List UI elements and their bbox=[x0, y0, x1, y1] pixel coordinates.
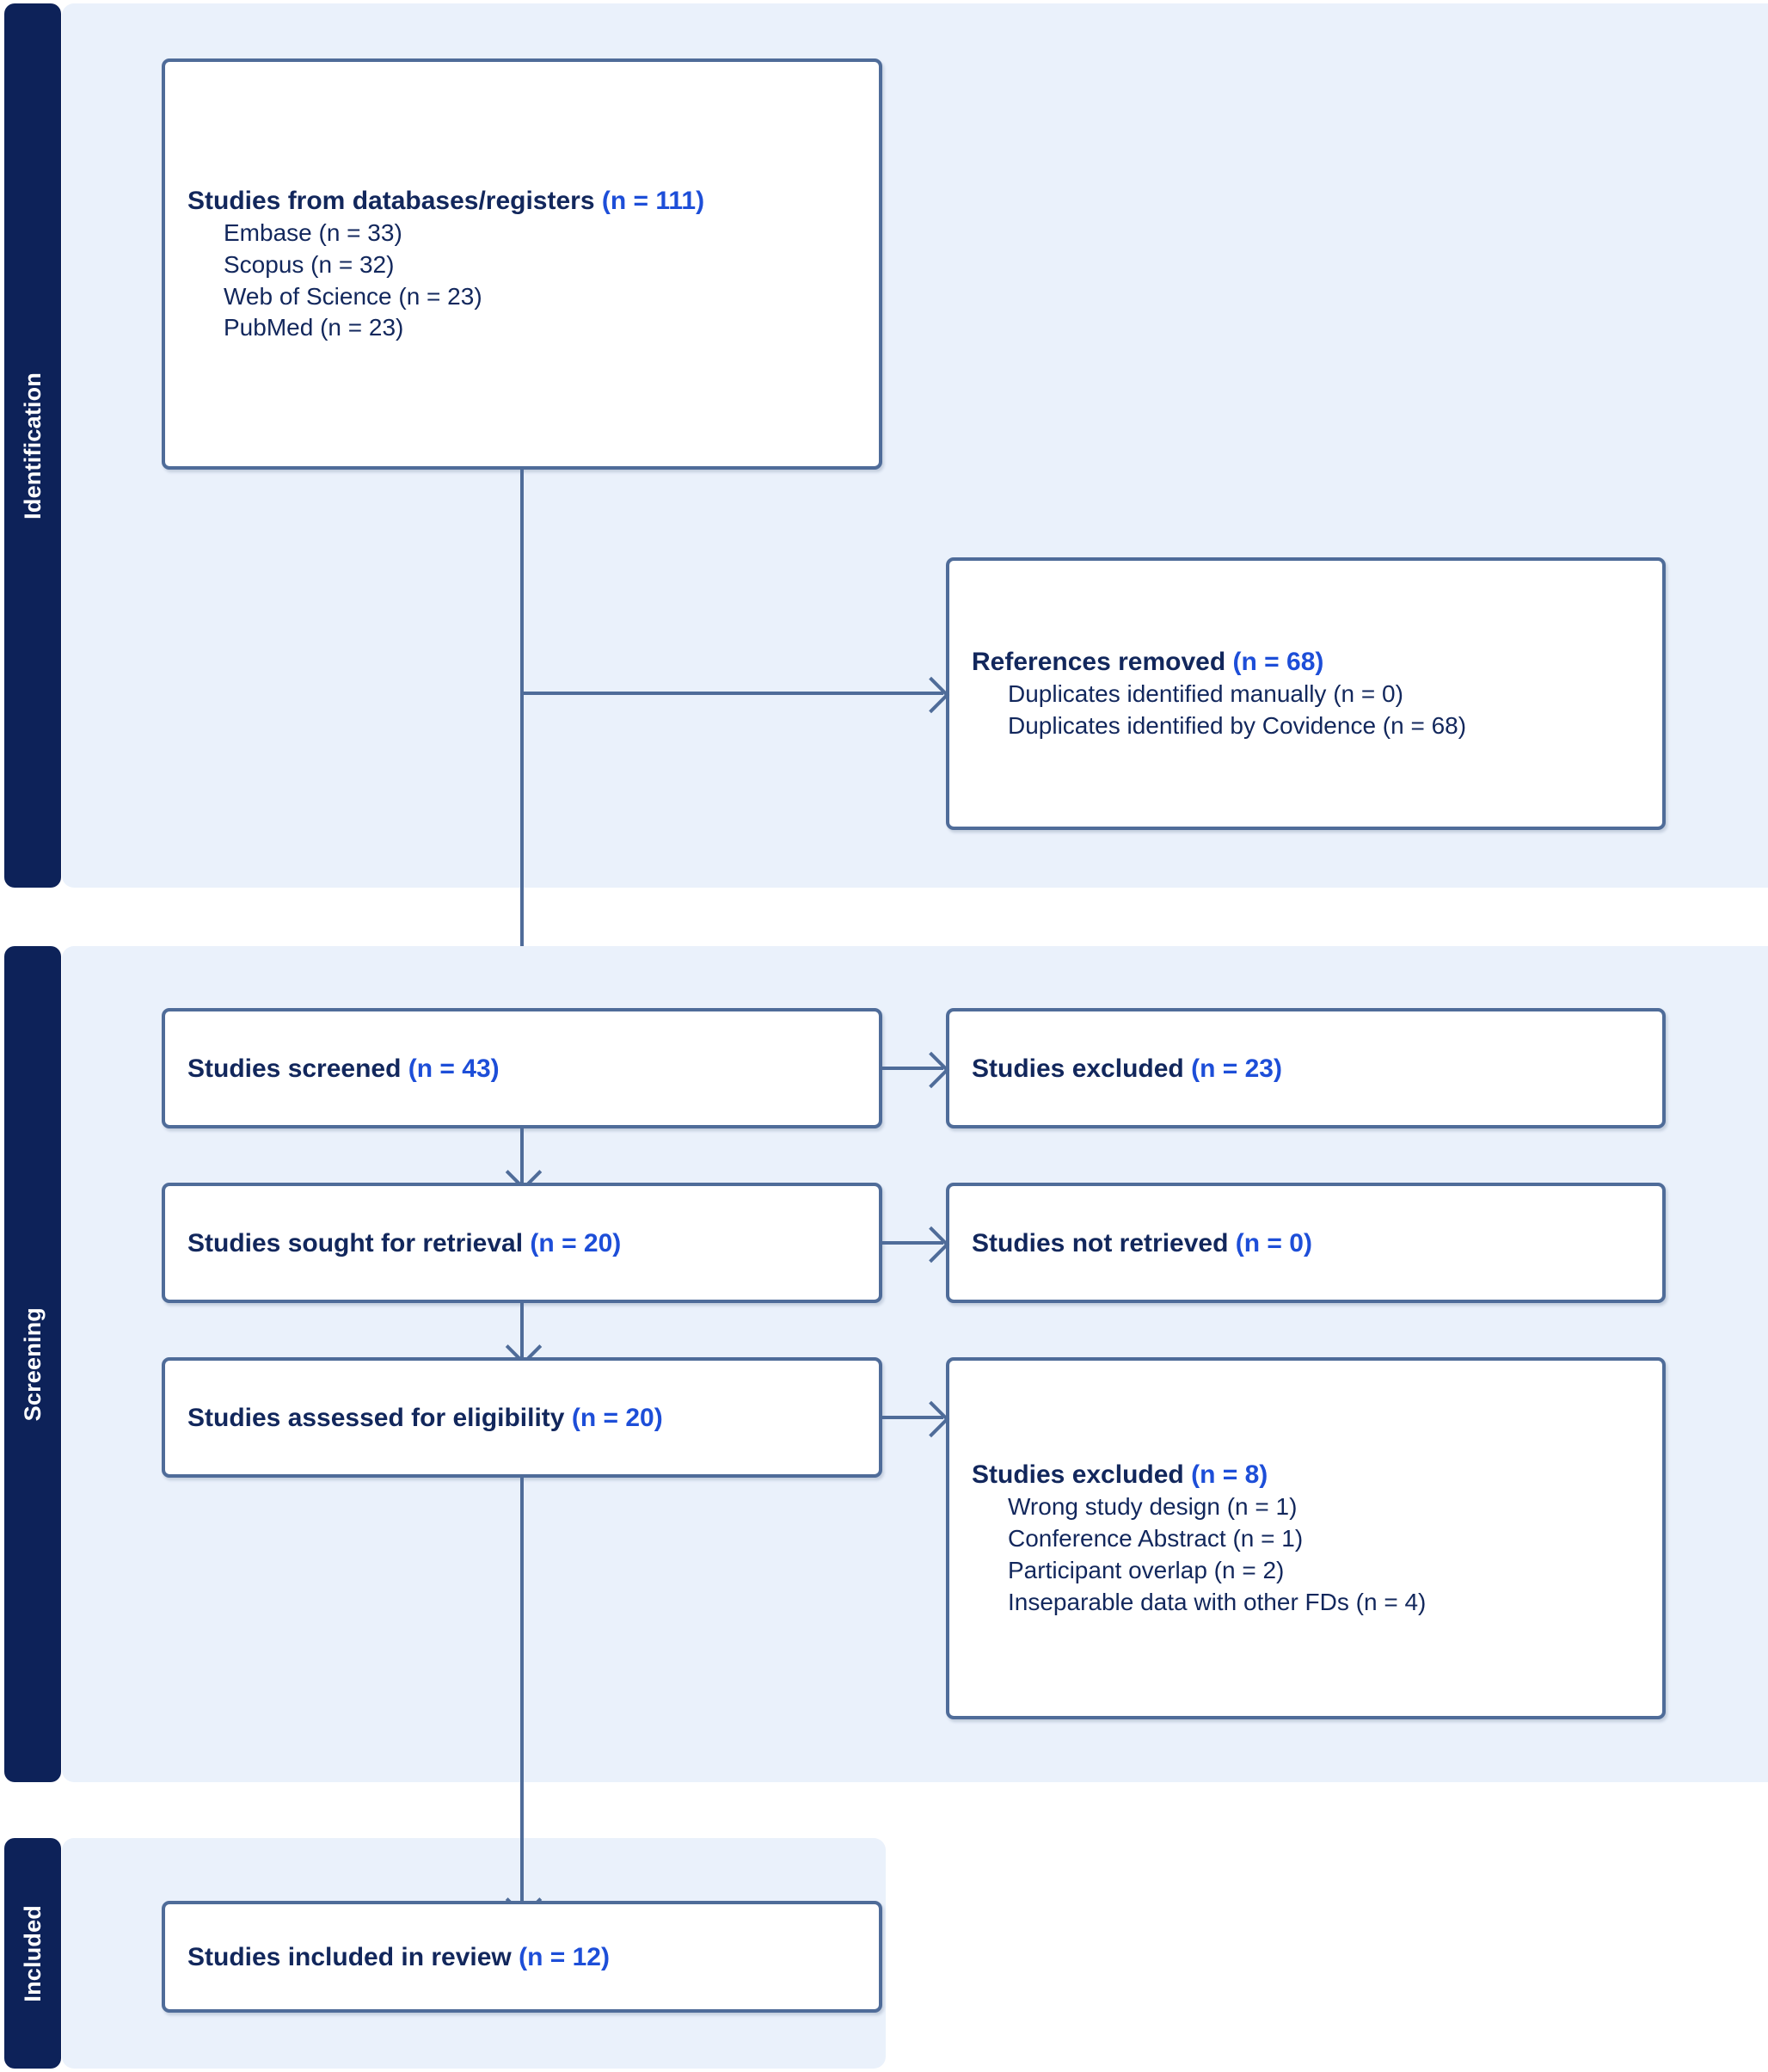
connector-screened-to-excluded bbox=[882, 1067, 943, 1070]
connector-screened-to-sought bbox=[520, 1128, 524, 1184]
node-included-review-title: Studies included in review (n = 12) bbox=[187, 1940, 856, 1974]
stage-label-included: Included bbox=[19, 1904, 46, 2002]
node-excluded-eligibility-title: Studies excluded (n = 8) bbox=[972, 1458, 1640, 1491]
connector-assessed-to-included bbox=[520, 1478, 524, 1911]
list-item: Web of Science (n = 23) bbox=[224, 282, 482, 310]
list-item: Participant overlap (n = 2) bbox=[1008, 1557, 1285, 1583]
node-databases-count: (n = 111) bbox=[601, 186, 705, 215]
node-included-review-title-text: Studies included in review bbox=[187, 1942, 519, 1971]
list-item: Duplicates identified manually (n = 0) bbox=[1008, 680, 1403, 708]
stage-label-screening: Screening bbox=[19, 1307, 46, 1422]
node-excluded-eligibility: Studies excluded (n = 8) Wrong study des… bbox=[946, 1357, 1666, 1719]
node-included-review-count: (n = 12) bbox=[519, 1942, 610, 1971]
node-sought-title-text: Studies sought for retrieval bbox=[187, 1228, 531, 1257]
node-databases-title: Studies from databases/registers (n = 11… bbox=[187, 184, 856, 218]
node-not-retrieved: Studies not retrieved (n = 0) bbox=[946, 1183, 1666, 1303]
stage-bar-screening: Screening bbox=[4, 946, 61, 1782]
node-excluded-screened-title: Studies excluded (n = 23) bbox=[972, 1052, 1640, 1085]
connector-databases-to-references-removed bbox=[520, 692, 943, 695]
node-excluded-eligibility-title-text: Studies excluded bbox=[972, 1460, 1192, 1490]
node-assessed-title: Studies assessed for eligibility (n = 20… bbox=[187, 1401, 856, 1435]
list-item: Scopus (n = 32) bbox=[224, 250, 395, 278]
node-sought-count: (n = 20) bbox=[530, 1228, 622, 1257]
node-excluded-eligibility-count: (n = 8) bbox=[1191, 1460, 1268, 1490]
node-screened-title: Studies screened (n = 43) bbox=[187, 1052, 856, 1085]
node-excluded-screened-count: (n = 23) bbox=[1191, 1054, 1282, 1083]
node-not-retrieved-title: Studies not retrieved (n = 0) bbox=[972, 1227, 1640, 1260]
list-item: Duplicates identified by Covidence (n = … bbox=[1008, 712, 1467, 739]
node-references-removed: References removed (n = 68) Duplicates i… bbox=[946, 557, 1666, 830]
node-assessed-count: (n = 20) bbox=[571, 1403, 663, 1432]
list-item: Conference Abstract (n = 1) bbox=[1008, 1525, 1304, 1552]
node-references-removed-breakdown: Duplicates identified manually (n = 0) D… bbox=[972, 679, 1640, 742]
node-assessed: Studies assessed for eligibility (n = 20… bbox=[162, 1357, 882, 1478]
list-item: Wrong study design (n = 1) bbox=[1008, 1493, 1298, 1521]
list-item: Inseparable data with other FDs (n = 4) bbox=[1008, 1588, 1427, 1615]
node-not-retrieved-title-text: Studies not retrieved bbox=[972, 1228, 1236, 1257]
connector-assessed-to-excluded-eligibility bbox=[882, 1416, 943, 1419]
stage-bar-included: Included bbox=[4, 1838, 61, 2069]
node-references-removed-title: References removed (n = 68) bbox=[972, 645, 1640, 679]
node-screened: Studies screened (n = 43) bbox=[162, 1008, 882, 1128]
node-sought-title: Studies sought for retrieval (n = 20) bbox=[187, 1227, 856, 1260]
connector-sought-to-assessed bbox=[520, 1303, 524, 1358]
node-excluded-eligibility-breakdown: Wrong study design (n = 1) Conference Ab… bbox=[972, 1491, 1640, 1619]
node-screened-count: (n = 43) bbox=[408, 1054, 500, 1083]
node-assessed-title-text: Studies assessed for eligibility bbox=[187, 1403, 572, 1432]
node-sought: Studies sought for retrieval (n = 20) bbox=[162, 1183, 882, 1303]
connector-included-trunk-overlay bbox=[520, 1838, 524, 1911]
node-not-retrieved-count: (n = 0) bbox=[1235, 1228, 1312, 1257]
node-databases-breakdown: Embase (n = 33) Scopus (n = 32) Web of S… bbox=[187, 218, 856, 345]
node-included-review: Studies included in review (n = 12) bbox=[162, 1901, 882, 2013]
node-references-removed-title-text: References removed bbox=[972, 648, 1233, 677]
connector-databases-trunk bbox=[520, 470, 524, 1002]
list-item: PubMed (n = 23) bbox=[224, 314, 404, 341]
node-databases: Studies from databases/registers (n = 11… bbox=[162, 58, 882, 470]
connector-sought-to-not-retrieved bbox=[882, 1241, 943, 1245]
stage-bar-identification: Identification bbox=[4, 3, 61, 888]
list-item: Embase (n = 33) bbox=[224, 218, 402, 246]
node-databases-title-text: Studies from databases/registers bbox=[187, 186, 602, 215]
node-references-removed-count: (n = 68) bbox=[1232, 648, 1324, 677]
node-screened-title-text: Studies screened bbox=[187, 1054, 408, 1083]
node-excluded-screened-title-text: Studies excluded bbox=[972, 1054, 1192, 1083]
stage-label-identification: Identification bbox=[19, 372, 46, 520]
node-excluded-screened: Studies excluded (n = 23) bbox=[946, 1008, 1666, 1128]
